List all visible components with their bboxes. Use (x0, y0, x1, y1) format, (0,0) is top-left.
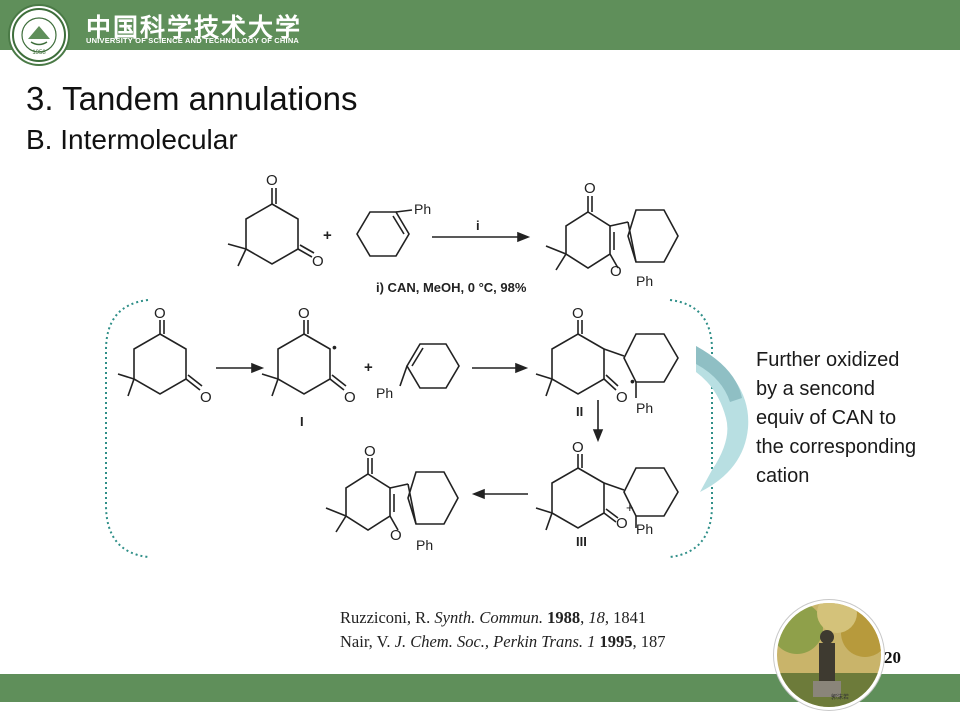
phenylcyclohexene-top (356, 209, 413, 257)
page-number: 20 (884, 648, 901, 667)
note-line: equiv of CAN to (756, 407, 897, 429)
intermediate-label-2: II (576, 404, 583, 419)
seal-year: 1958 (32, 50, 46, 56)
atom-o: O (154, 305, 166, 322)
oxidation-note: Further oxidized by a sencond equiv of C… (756, 346, 916, 491)
phenyl-label: Ph (416, 537, 433, 553)
dimedone-mech (117, 320, 203, 397)
reference-1: Ruzziconi, R. Synth. Commun. 1988, 18, 1… (340, 608, 647, 627)
atom-o: O (572, 305, 584, 322)
radical-I (261, 320, 347, 397)
phenyl-label: Ph (636, 521, 653, 537)
atom-o: O (298, 305, 310, 322)
radical-dot: • (332, 339, 337, 355)
plus-sign: + (364, 359, 373, 376)
reaction-conditions: i) CAN, MeOH, 0 °C, 98% (376, 280, 527, 295)
university-name-en: UNIVERSITY OF SCIENCE AND TECHNOLOGY OF … (86, 36, 300, 45)
left-bracket (105, 299, 149, 558)
photo-caption: 郭沫若 (831, 693, 849, 701)
atom-o: O (390, 527, 402, 544)
university-name-cn: 中国科学技术大学 (86, 13, 303, 42)
atom-o: O (266, 172, 278, 189)
atom-o: O (610, 263, 622, 280)
note-line: Further oxidized (756, 349, 900, 371)
atom-o: O (200, 389, 212, 406)
radical-II (535, 320, 679, 398)
reagent-label: i (476, 218, 480, 233)
phenyl-label: Ph (636, 273, 653, 289)
dimedone-top (227, 188, 315, 267)
slide-subtitle: B. Intermolecular (26, 124, 238, 155)
atom-o: O (616, 389, 628, 406)
product-mech (325, 458, 459, 533)
note-line: the corresponding (756, 436, 917, 458)
atom-o: O (616, 515, 628, 532)
statue-photo: 郭沫若 (774, 600, 884, 710)
plus-sign: + (323, 227, 332, 244)
cation-charge: + (626, 500, 634, 515)
atom-o: O (344, 389, 356, 406)
phenyl-label: Ph (376, 385, 393, 401)
intermediate-label-1: I (300, 414, 304, 429)
cation-III (535, 454, 679, 531)
right-bracket (669, 299, 713, 558)
header-bar (0, 0, 960, 50)
oxidation-arrow-shade (696, 346, 742, 402)
references: Ruzziconi, R. Synth. Commun. 1988, 18, 1… (340, 606, 666, 654)
intermediate-label-3: III (576, 534, 587, 549)
product-top (545, 196, 679, 271)
phenyl-label: Ph (636, 400, 653, 416)
reference-2: Nair, V. J. Chem. Soc., Perkin Trans. 1 … (340, 632, 666, 651)
atom-o: O (312, 253, 324, 270)
slide-title: 3. Tandem annulations (26, 80, 358, 117)
atom-o: O (364, 443, 376, 460)
note-line: by a sencond (756, 378, 875, 400)
atom-o: O (584, 180, 596, 197)
radical-dot: • (630, 373, 635, 389)
phenyl-label: Ph (414, 201, 431, 217)
university-seal-logo: 1958 (8, 4, 70, 66)
note-line: cation (756, 465, 810, 487)
atom-o: O (572, 439, 584, 456)
phenylcyclohexene-mech (399, 343, 460, 389)
